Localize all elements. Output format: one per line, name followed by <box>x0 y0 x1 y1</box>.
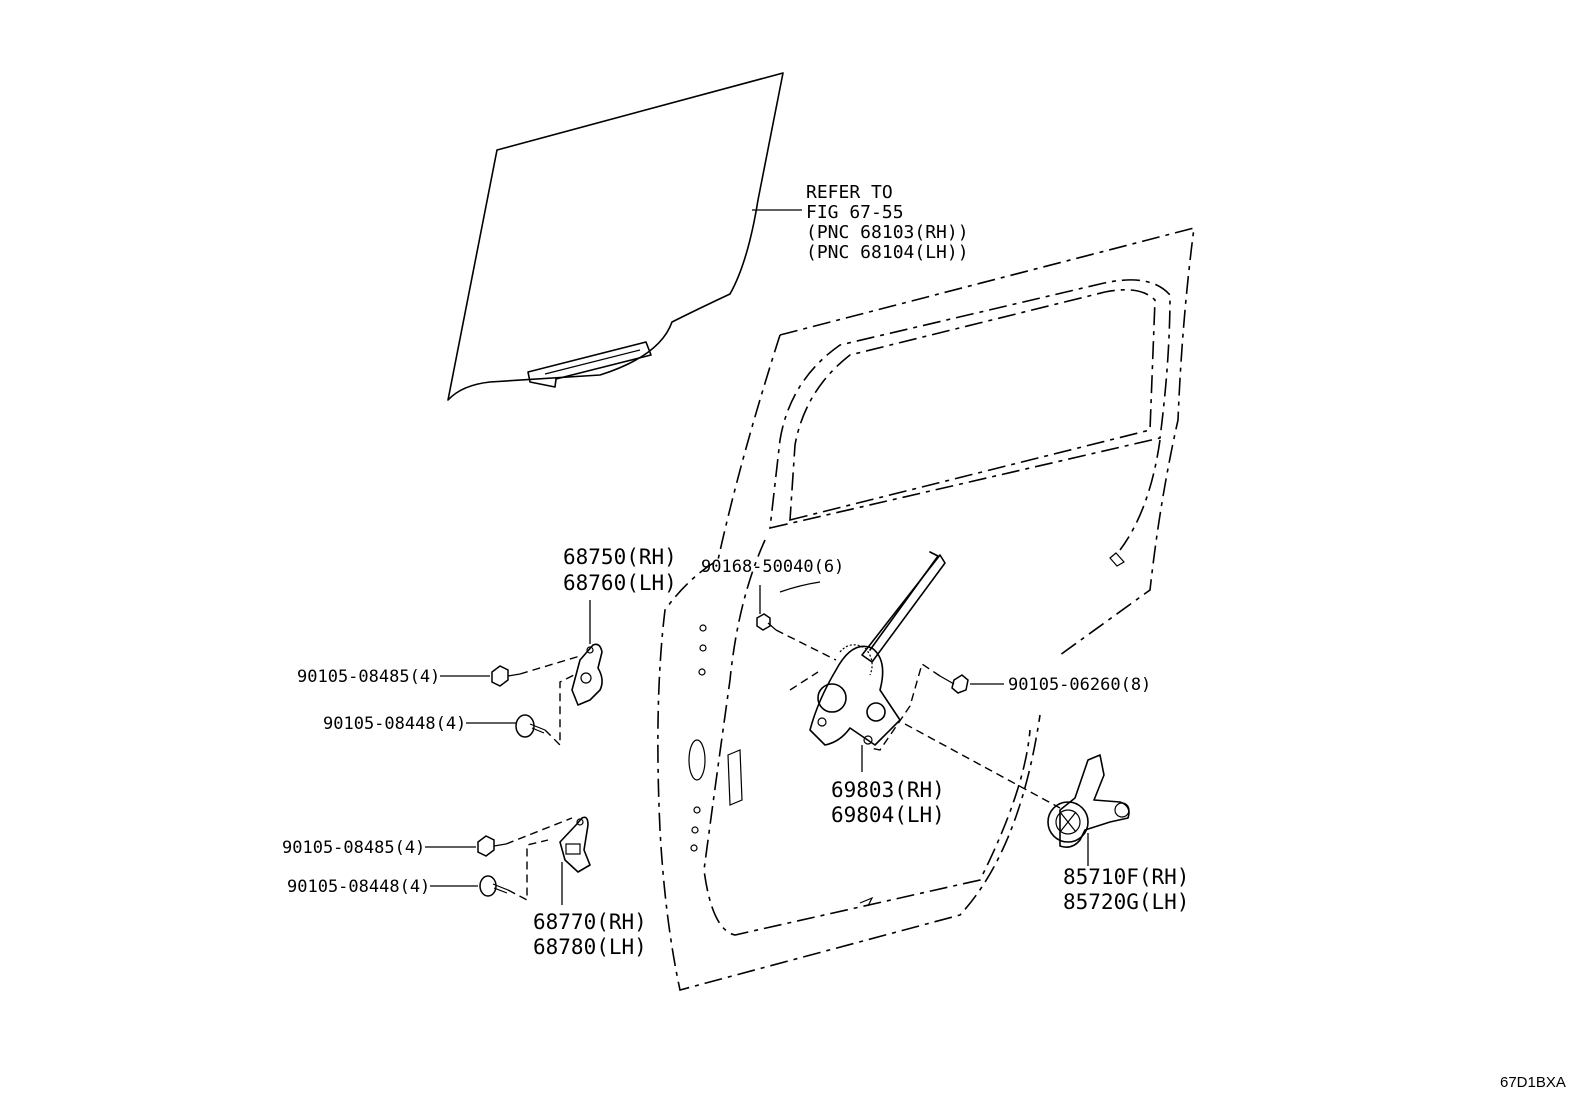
glass-ref-line-2: FIG 67-55 <box>806 202 904 223</box>
upper-bolt-b-label: 90105-08448(4) <box>323 714 466 734</box>
install-lines <box>505 629 1061 902</box>
regulator-lh-label: 69804(LH) <box>831 803 945 827</box>
leader-lines <box>425 209 1089 905</box>
screw <box>756 613 777 631</box>
lower-bolt-b-label: 90105-08448(4) <box>287 877 430 897</box>
glass-ref-line-1: REFER TO <box>806 182 893 203</box>
bolt-lower-b <box>479 875 509 897</box>
bolt-upper-a <box>491 665 521 687</box>
upper-bolt-a-label: 90105-08485(4) <box>297 667 440 687</box>
window-regulator <box>809 551 946 746</box>
glass-ref-line-4: (PNC 68104(LH)) <box>806 242 969 263</box>
lower-hinge <box>559 816 591 873</box>
lower-hinge-rh-label: 68770(RH) <box>533 910 647 934</box>
figure-code: 67D1BXA <box>1500 1074 1566 1091</box>
screw-label: 90168-50040(6) <box>701 557 844 577</box>
bolt-lower-a <box>477 835 507 857</box>
glass-ref-line-3: (PNC 68103(RH)) <box>806 222 969 243</box>
motor-lh-label: 85720G(LH) <box>1063 890 1189 914</box>
regulator-motor <box>1047 754 1130 848</box>
motor-rh-label: 85710F(RH) <box>1063 865 1189 889</box>
bolt-upper-b <box>515 714 546 738</box>
upper-hinge <box>571 643 603 706</box>
upper-hinge-rh-label: 68750(RH) <box>563 545 677 569</box>
door-glass <box>447 72 784 401</box>
lower-bolt-a-label: 90105-08485(4) <box>282 838 425 858</box>
regulator-bolt-label: 90105-06260(8) <box>1008 675 1151 695</box>
door-panel-outline <box>657 226 1195 991</box>
upper-hinge-lh-label: 68760(LH) <box>563 571 677 595</box>
lower-hinge-lh-label: 68780(LH) <box>533 935 647 959</box>
regulator-rh-label: 69803(RH) <box>831 778 945 802</box>
regulator-bolt <box>939 674 969 694</box>
